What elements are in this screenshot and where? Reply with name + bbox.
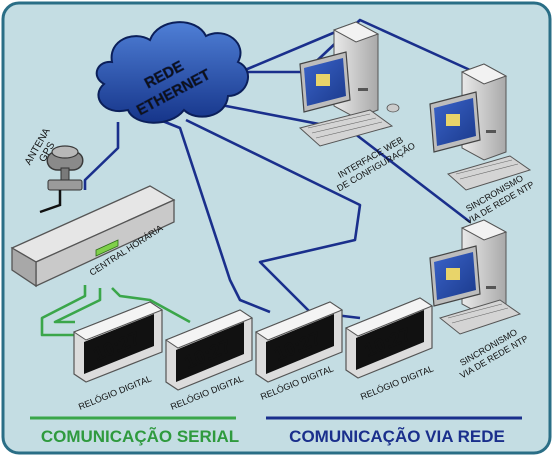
central-horaria-unit bbox=[10, 185, 176, 288]
serial-line-inner bbox=[53, 288, 102, 324]
pc-ntp-bottom bbox=[429, 219, 522, 335]
line-to-clock-3 bbox=[159, 118, 271, 314]
footer-network-caption: COMUNICAÇÃO VIA REDE bbox=[289, 426, 505, 446]
footer-serial-caption: COMUNICAÇÃO SERIAL bbox=[41, 426, 239, 446]
digital-clock-3: 10:27 bbox=[254, 301, 344, 383]
pc-ntp-top bbox=[429, 63, 532, 191]
central-display bbox=[95, 239, 119, 257]
digital-clock-2: 10:27 bbox=[164, 309, 254, 391]
serial-lines bbox=[40, 285, 191, 337]
pc-web-config bbox=[298, 21, 400, 147]
digital-clock-1: 10:27 bbox=[72, 301, 164, 383]
line-to-ntp-pc-top bbox=[226, 18, 471, 74]
line-to-central bbox=[83, 122, 120, 190]
ethernet-cloud: REDE ETHERNET bbox=[95, 21, 249, 124]
digital-clock-4: 10:27 bbox=[344, 297, 434, 379]
gps-antenna bbox=[39, 145, 84, 214]
serial-line-to-clock-2 bbox=[111, 287, 191, 324]
serial-line-outer bbox=[40, 285, 87, 337]
